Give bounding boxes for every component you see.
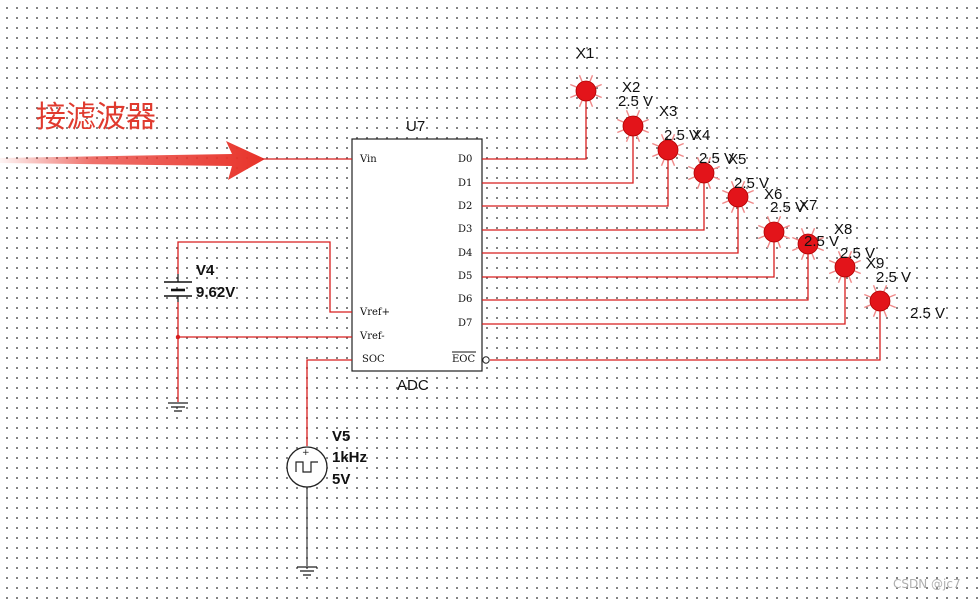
- probe-ref-label-x8: X8: [834, 221, 852, 238]
- probe-x2[interactable]: [617, 110, 649, 142]
- pin-d7: D7: [458, 318, 472, 329]
- pin-d6: D6: [458, 294, 472, 305]
- pin-d4: D4: [458, 248, 472, 259]
- wire-x9[interactable]: [490, 301, 881, 361]
- adc-type-label: ADC: [397, 377, 429, 394]
- pin-soc: SOC: [362, 354, 385, 365]
- probe-x9[interactable]: [864, 285, 896, 317]
- probe-voltage-label-x9: 2.5 V: [910, 305, 945, 322]
- adc-right-pins: D0 D1 D2 D3 D4 D5 D6 D7 EOC: [452, 154, 476, 365]
- probe-voltage-label-x1: 2.5 V: [618, 93, 653, 110]
- probe-x6[interactable]: [758, 216, 790, 248]
- pin-d2: D2: [458, 201, 472, 212]
- probe-ref-label-x2: X2: [622, 79, 640, 96]
- pin-vref-minus: Vref-: [359, 331, 385, 342]
- pin-vref-plus: Vref+: [359, 307, 390, 318]
- ground-symbol-v5: [297, 566, 317, 576]
- probe-ref-label-x4: X4: [692, 127, 710, 144]
- adc-ref-label: U7: [406, 118, 425, 135]
- v4-value-label: 9.62V: [196, 284, 235, 301]
- wire-x5[interactable]: [482, 197, 739, 254]
- v4-ref-label: V4: [196, 262, 215, 279]
- wire-x4[interactable]: [482, 173, 705, 231]
- probe-voltage-label-x2: 2.5 V: [664, 127, 699, 144]
- pin-d0: D0: [458, 154, 472, 165]
- battery-v4[interactable]: [164, 274, 192, 302]
- probe-voltage-label-x4: 2.5 V: [734, 175, 769, 192]
- probe-x4[interactable]: [688, 157, 720, 189]
- probe-x3[interactable]: [652, 134, 684, 166]
- wire-x2[interactable]: [482, 126, 634, 184]
- pin-vin: Vin: [359, 154, 377, 165]
- pin-d1: D1: [458, 178, 472, 189]
- pin-eoc: EOC: [452, 354, 475, 365]
- probe-ref-label-x1: X1: [576, 45, 594, 62]
- annotation-arrow: [0, 141, 265, 180]
- wire-x1[interactable]: [482, 91, 587, 160]
- probe-voltage-label-x8: 2.5 V: [876, 269, 911, 286]
- output-wires: [482, 91, 881, 361]
- adc-left-pins: Vin Vref+ Vref- SOC: [359, 154, 390, 365]
- probe-x5[interactable]: [722, 181, 754, 213]
- wire-vref-minus[interactable]: [177, 302, 352, 338]
- wire-x8[interactable]: [482, 267, 846, 325]
- probe-x7[interactable]: [792, 228, 824, 260]
- probe-voltage-label-x3: 2.5 V: [699, 150, 734, 167]
- pin-d3: D3: [458, 224, 472, 235]
- pin-d5: D5: [458, 271, 472, 282]
- eoc-bubble: [482, 356, 490, 364]
- wire-vref-plus[interactable]: [177, 241, 352, 313]
- v5-amp-label: 5V: [332, 471, 350, 488]
- wire-x6[interactable]: [482, 232, 775, 278]
- annotation-text: 接滤波器: [36, 100, 156, 135]
- probe-ref-label-x3: X3: [659, 103, 677, 120]
- svg-text:+: +: [302, 448, 310, 458]
- wire-x7[interactable]: [482, 244, 809, 301]
- clock-source-v5[interactable]: +: [286, 446, 328, 488]
- v5-ref-label: V5: [332, 428, 350, 445]
- probe-ref-label-x6: X6: [764, 186, 782, 203]
- probe-ref-label-x5: X5: [728, 151, 746, 168]
- probe-x8[interactable]: [829, 251, 861, 283]
- probe-x1[interactable]: [570, 75, 602, 107]
- ground-symbol-v4: [168, 402, 188, 412]
- v5-freq-label: 1kHz: [332, 449, 367, 466]
- adc-body[interactable]: [351, 138, 483, 372]
- probe-ref-label-x9: X9: [866, 255, 884, 272]
- wire-soc[interactable]: [306, 359, 352, 446]
- probe-voltage-label-x5: 2.5 V: [770, 199, 805, 216]
- watermark: CSDN @jc7: [893, 577, 961, 591]
- wire-x3[interactable]: [482, 150, 669, 207]
- probe-ref-label-x7: X7: [799, 197, 817, 214]
- probe-voltage-label-x6: 2.5 V: [804, 233, 839, 250]
- probe-voltage-label-x7: 2.5 V: [840, 245, 875, 262]
